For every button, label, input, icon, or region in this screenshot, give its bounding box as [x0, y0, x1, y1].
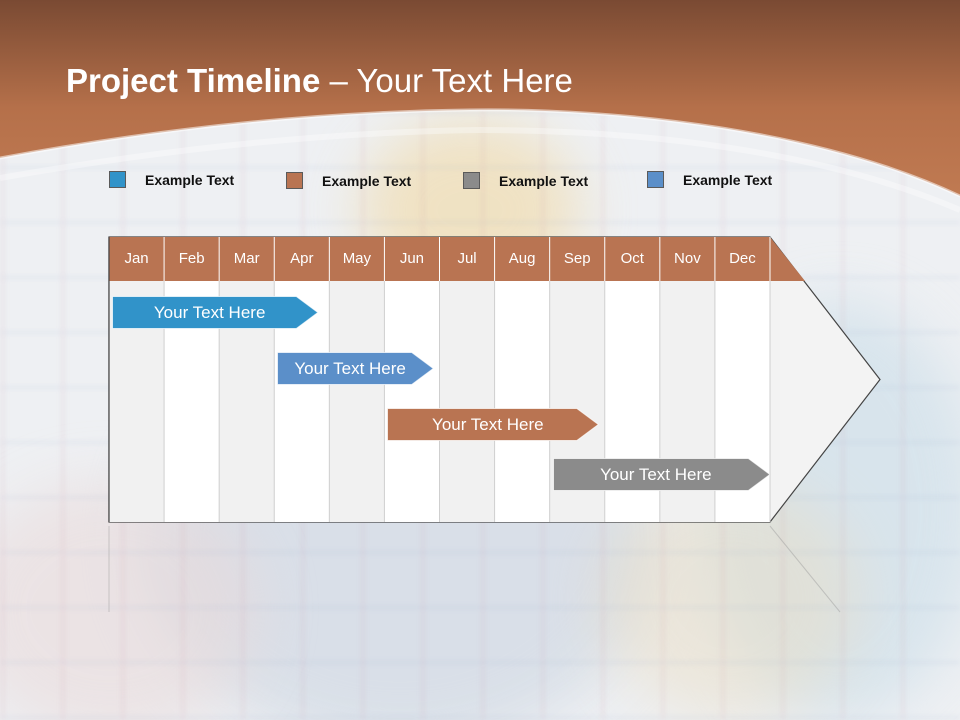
month-column	[439, 281, 495, 522]
task-label: Your Text Here	[153, 302, 266, 322]
arrow-reflection	[108, 525, 841, 613]
month-label: Mar	[233, 250, 260, 267]
title-rest: – Your Text Here	[320, 62, 573, 99]
task-bar: Your Text Here	[552, 458, 770, 491]
task-arrow-path	[277, 352, 434, 385]
page-title: Project Timeline – Your Text Here	[66, 62, 573, 100]
task-arrow-shape	[552, 458, 770, 491]
month-column	[384, 281, 440, 522]
legend-item: Example Text	[109, 171, 234, 188]
legend-label: Example Text	[499, 172, 589, 189]
task-arrow-shape	[112, 296, 319, 329]
legend-item: Example Text	[286, 172, 411, 189]
month-label: Sep	[563, 250, 591, 267]
title-bold: Project Timeline	[66, 62, 321, 99]
task-arrow-path	[387, 408, 600, 441]
legend-swatch	[286, 172, 303, 189]
task-bar: Your Text Here	[277, 352, 434, 385]
task-arrow-path	[112, 296, 319, 329]
task-arrow-shape	[277, 352, 434, 385]
task-bar: Your Text Here	[387, 408, 600, 441]
legend-swatch	[647, 171, 664, 188]
legend-label: Example Text	[683, 171, 773, 188]
header-banner	[0, 0, 960, 213]
month-label: Oct	[620, 250, 644, 267]
task-bar: Your Text Here	[112, 296, 319, 329]
month-label: Jul	[457, 250, 477, 267]
legend-label: Example Text	[322, 172, 412, 189]
legend-swatch	[463, 172, 480, 189]
month-label: Aug	[508, 250, 536, 267]
task-label: Your Text Here	[294, 358, 406, 378]
legend-swatch	[109, 171, 126, 188]
month-column	[494, 281, 550, 522]
month-label: May	[342, 250, 372, 267]
month-label: Nov	[674, 250, 701, 267]
month-header-band	[109, 237, 805, 281]
legend-item: Example Text	[647, 171, 772, 188]
task-label: Your Text Here	[432, 414, 544, 434]
month-label: Jan	[124, 250, 149, 267]
month-label: Jun	[399, 250, 425, 267]
legend-item: Example Text	[463, 172, 588, 189]
month-label: Apr	[290, 250, 314, 267]
month-column	[329, 281, 385, 522]
month-label: Feb	[178, 250, 205, 267]
task-arrow-path	[552, 458, 770, 491]
task-arrow-shape	[387, 408, 600, 441]
legend-label: Example Text	[145, 171, 235, 188]
month-label: Dec	[729, 250, 756, 267]
task-label: Your Text Here	[600, 464, 712, 484]
